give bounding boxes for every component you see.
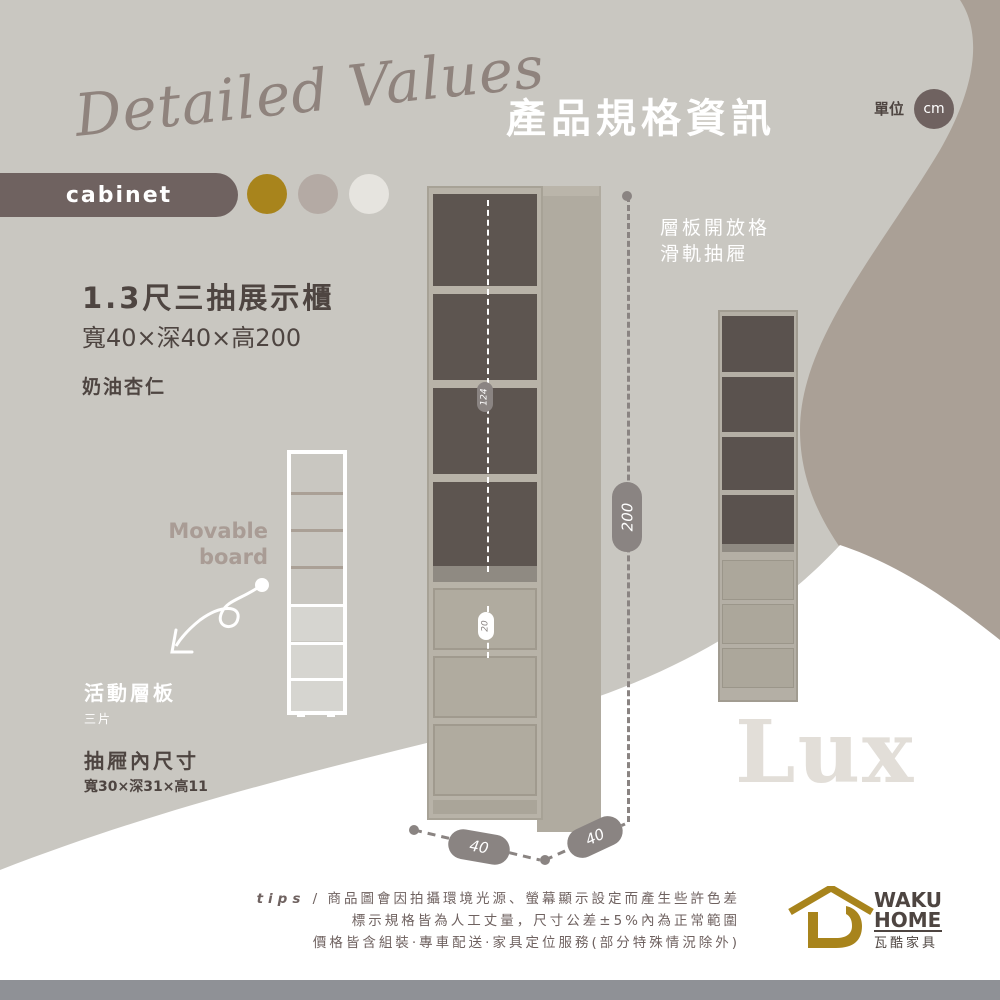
cabinet-plinth [433, 800, 537, 814]
taupe-wave-shape [800, 0, 1000, 700]
swatch-gold[interactable] [247, 174, 287, 214]
drawer-height-pill: 20 [478, 612, 494, 640]
shelf-board [433, 286, 537, 294]
drawer-2 [433, 656, 537, 718]
shelf-board [433, 474, 537, 482]
brand-line-2: HOME [874, 908, 943, 932]
inner-height-value: 124 [480, 388, 490, 406]
cabinet-side-panel [537, 186, 601, 832]
drawer-size-value: 寬30×深31×高11 [84, 779, 208, 795]
waku-home-logo-icon [788, 886, 874, 948]
board-line [291, 566, 343, 569]
small-cabinet-illustration [718, 310, 798, 705]
bottom-strip [0, 980, 1000, 1000]
feature-shelves: 層板開放格 [660, 217, 771, 239]
feature-drawers: 滑軌抽屜 [660, 243, 749, 265]
arrow-head-icon [170, 628, 194, 654]
drawer-outline [291, 642, 343, 679]
unit-label: 單位 [874, 100, 905, 118]
small-shelf [722, 490, 794, 495]
drawer-3 [433, 724, 537, 796]
foot [297, 711, 305, 717]
tips-line-3: 價格皆含組裝·專車配送·家具定位服務(部分特殊情況除外) [312, 935, 740, 951]
drawer-outline [291, 604, 343, 641]
movable-label-line1: Movable [168, 519, 268, 543]
brand-zh: 瓦酷家具 [874, 936, 939, 951]
drawer-outline [291, 678, 343, 714]
movable-label-line2: board [198, 545, 268, 569]
brand-block: WAKU HOME 瓦酷家具 [874, 888, 943, 951]
swatch-taupe[interactable] [298, 174, 338, 214]
movable-arrow-curve [174, 583, 263, 647]
movable-board-title: 活動層板 [84, 681, 176, 705]
brand-line-1: WAKU [874, 888, 943, 912]
series-name: Lux [735, 702, 916, 803]
total-height-pill: 200 [612, 482, 642, 552]
small-drawer [722, 604, 794, 644]
small-drawer [722, 560, 794, 600]
small-shelf-bottom [722, 544, 794, 552]
unit-badge: cm [914, 89, 954, 129]
tips-label: tips [256, 891, 306, 907]
small-shelf [722, 372, 794, 377]
small-cabinet-shelves [722, 316, 794, 552]
shelf-bottom [433, 566, 537, 582]
cabinet-open-shelves [433, 194, 537, 582]
tips-block: tips / 商品圖會因拍攝環境光源、螢幕顯示設定而產生些許色差 標示規格皆為人… [130, 888, 740, 954]
movable-board-label: Movable board [150, 518, 268, 570]
swatch-cream[interactable] [349, 174, 389, 214]
foot [327, 711, 335, 717]
total-height-value: 200 [617, 502, 636, 532]
small-shelf [722, 432, 794, 437]
board-line [291, 529, 343, 532]
feature-list: 層板開放格 滑軌抽屜 [660, 215, 770, 267]
drawer-height-value: 20 [480, 620, 491, 632]
board-line [291, 492, 343, 495]
product-color-name: 奶油杏仁 [82, 376, 167, 398]
height-line-start-dot [622, 191, 632, 201]
tips-line-1-text: 商品圖會因拍攝環境光源、螢幕顯示設定而產生些許色差 [327, 891, 740, 907]
drawer-size-title: 抽屜內尺寸 [84, 749, 199, 773]
main-cabinet-illustration [427, 186, 607, 834]
product-dimensions: 寬40×深40×高200 [82, 324, 302, 352]
category-bar: cabinet [0, 173, 238, 217]
tips-line-2: 標示規格皆為人工丈量，尺寸公差±5%內為正常範圍 [351, 913, 740, 929]
movable-board-count: 三片 [84, 712, 113, 726]
inner-height-pill: 124 [477, 382, 493, 412]
product-name: 1.3尺三抽展示櫃 [82, 281, 335, 315]
small-drawer [722, 648, 794, 688]
tips-line-1: tips / 商品圖會因拍攝環境光源、螢幕顯示設定而產生些許色差 [256, 891, 740, 907]
movable-board-illustration [287, 450, 347, 717]
page-title: 產品規格資訊 [506, 95, 776, 142]
